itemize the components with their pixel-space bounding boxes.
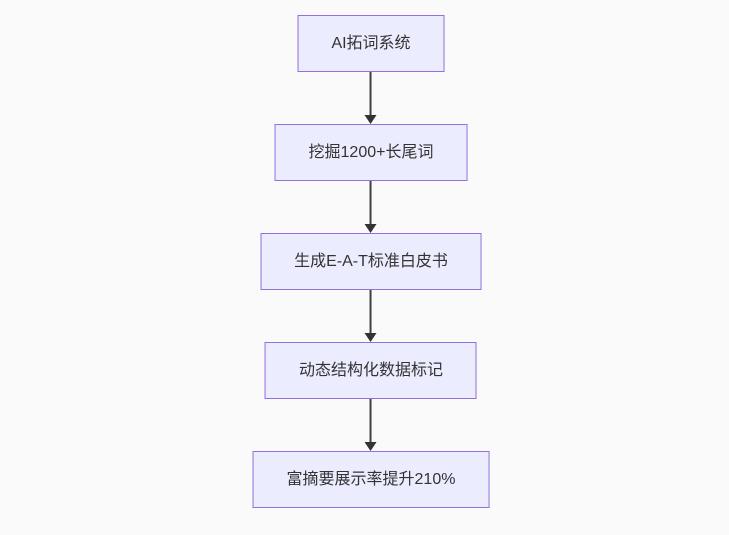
arrowhead-icon (365, 115, 377, 124)
node-label: 动态结构化数据标记 (298, 361, 443, 379)
flow-node-eat-whitepaper: 生成E-A-T标准白皮书 (260, 233, 482, 290)
arrow-down-2 (365, 181, 377, 233)
arrow-line (370, 181, 372, 224)
node-label: AI拓词系统 (331, 34, 411, 52)
arrowhead-icon (365, 224, 377, 233)
arrow-down-3 (365, 290, 377, 342)
arrowhead-icon (365, 442, 377, 451)
node-label: 生成E-A-T标准白皮书 (294, 252, 448, 270)
arrow-line (370, 72, 372, 115)
flow-node-longtail-keywords: 挖掘1200+长尾词 (274, 124, 468, 181)
node-label: 富摘要展示率提升210% (286, 470, 456, 488)
arrow-down-1 (365, 72, 377, 124)
flow-node-ai-word-system: AI拓词系统 (297, 15, 445, 72)
arrowhead-icon (365, 333, 377, 342)
node-label: 挖掘1200+长尾词 (308, 143, 434, 161)
arrow-line (370, 290, 372, 333)
arrow-down-4 (365, 399, 377, 451)
arrow-line (370, 399, 372, 442)
flow-node-structured-data: 动态结构化数据标记 (264, 342, 477, 399)
flow-node-rich-snippet-rate: 富摘要展示率提升210% (252, 451, 490, 508)
flowchart: AI拓词系统 挖掘1200+长尾词 生成E-A-T标准白皮书 动态结构化数据标记 (252, 15, 490, 508)
